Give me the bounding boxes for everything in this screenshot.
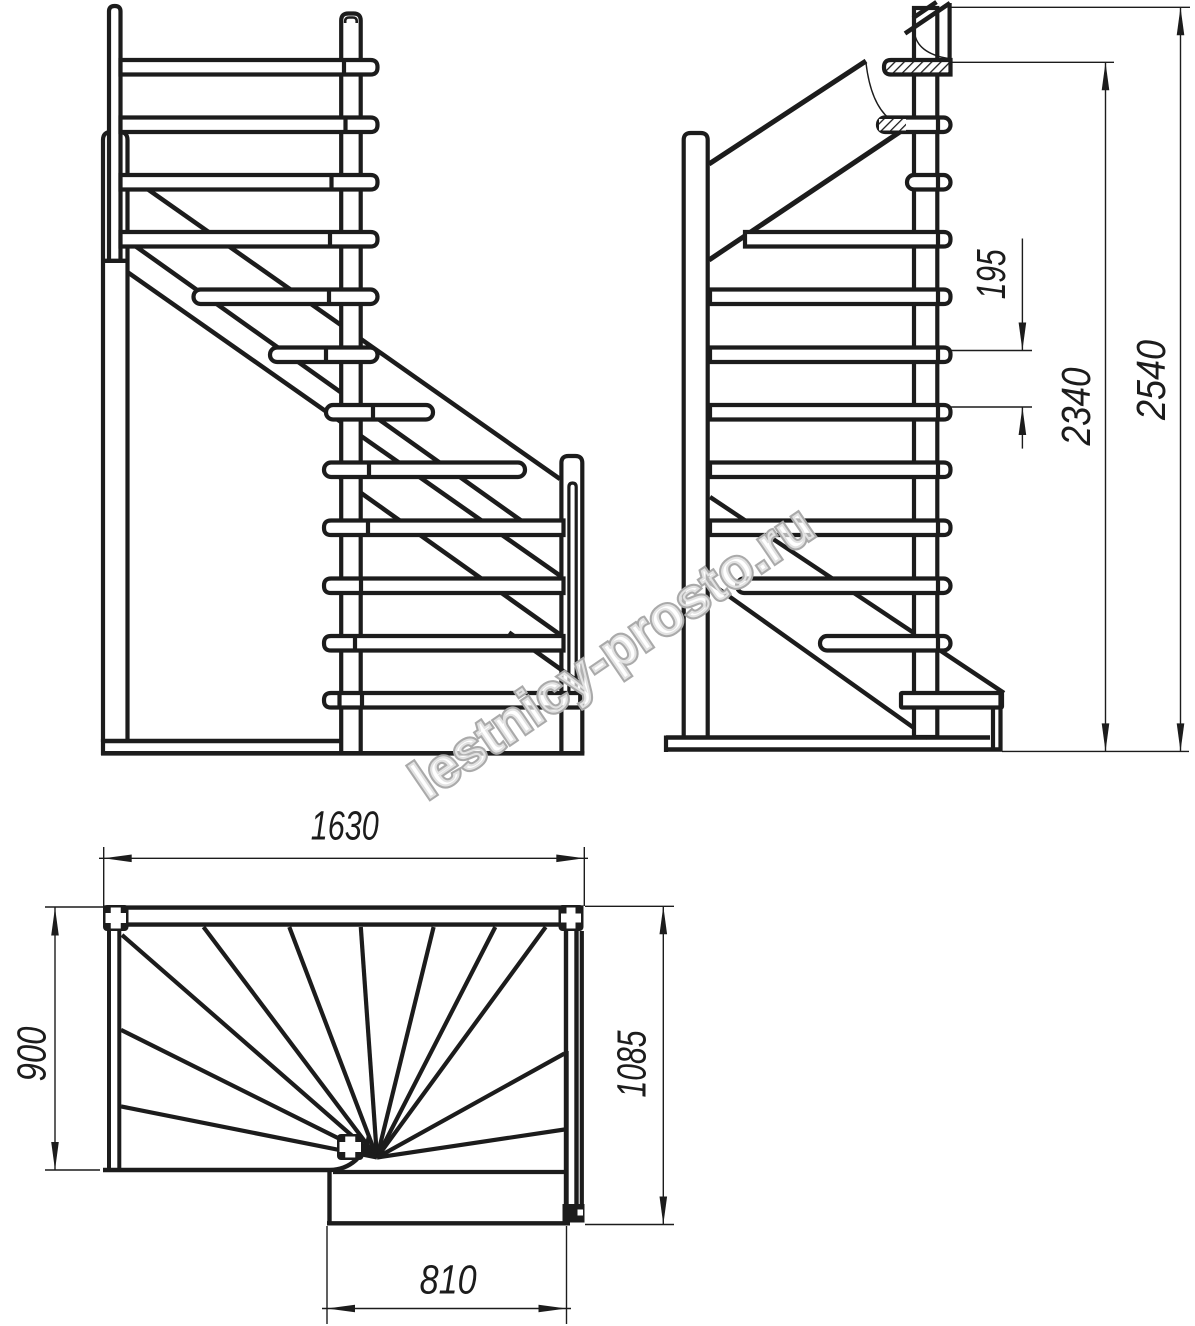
svg-text:2540: 2540 bbox=[1128, 340, 1174, 421]
svg-text:2340: 2340 bbox=[1053, 367, 1099, 446]
svg-text:1085: 1085 bbox=[608, 1030, 654, 1097]
svg-text:195: 195 bbox=[968, 249, 1014, 299]
svg-text:900: 900 bbox=[9, 1026, 55, 1081]
svg-text:1630: 1630 bbox=[311, 803, 379, 849]
svg-text:810: 810 bbox=[420, 1256, 477, 1302]
